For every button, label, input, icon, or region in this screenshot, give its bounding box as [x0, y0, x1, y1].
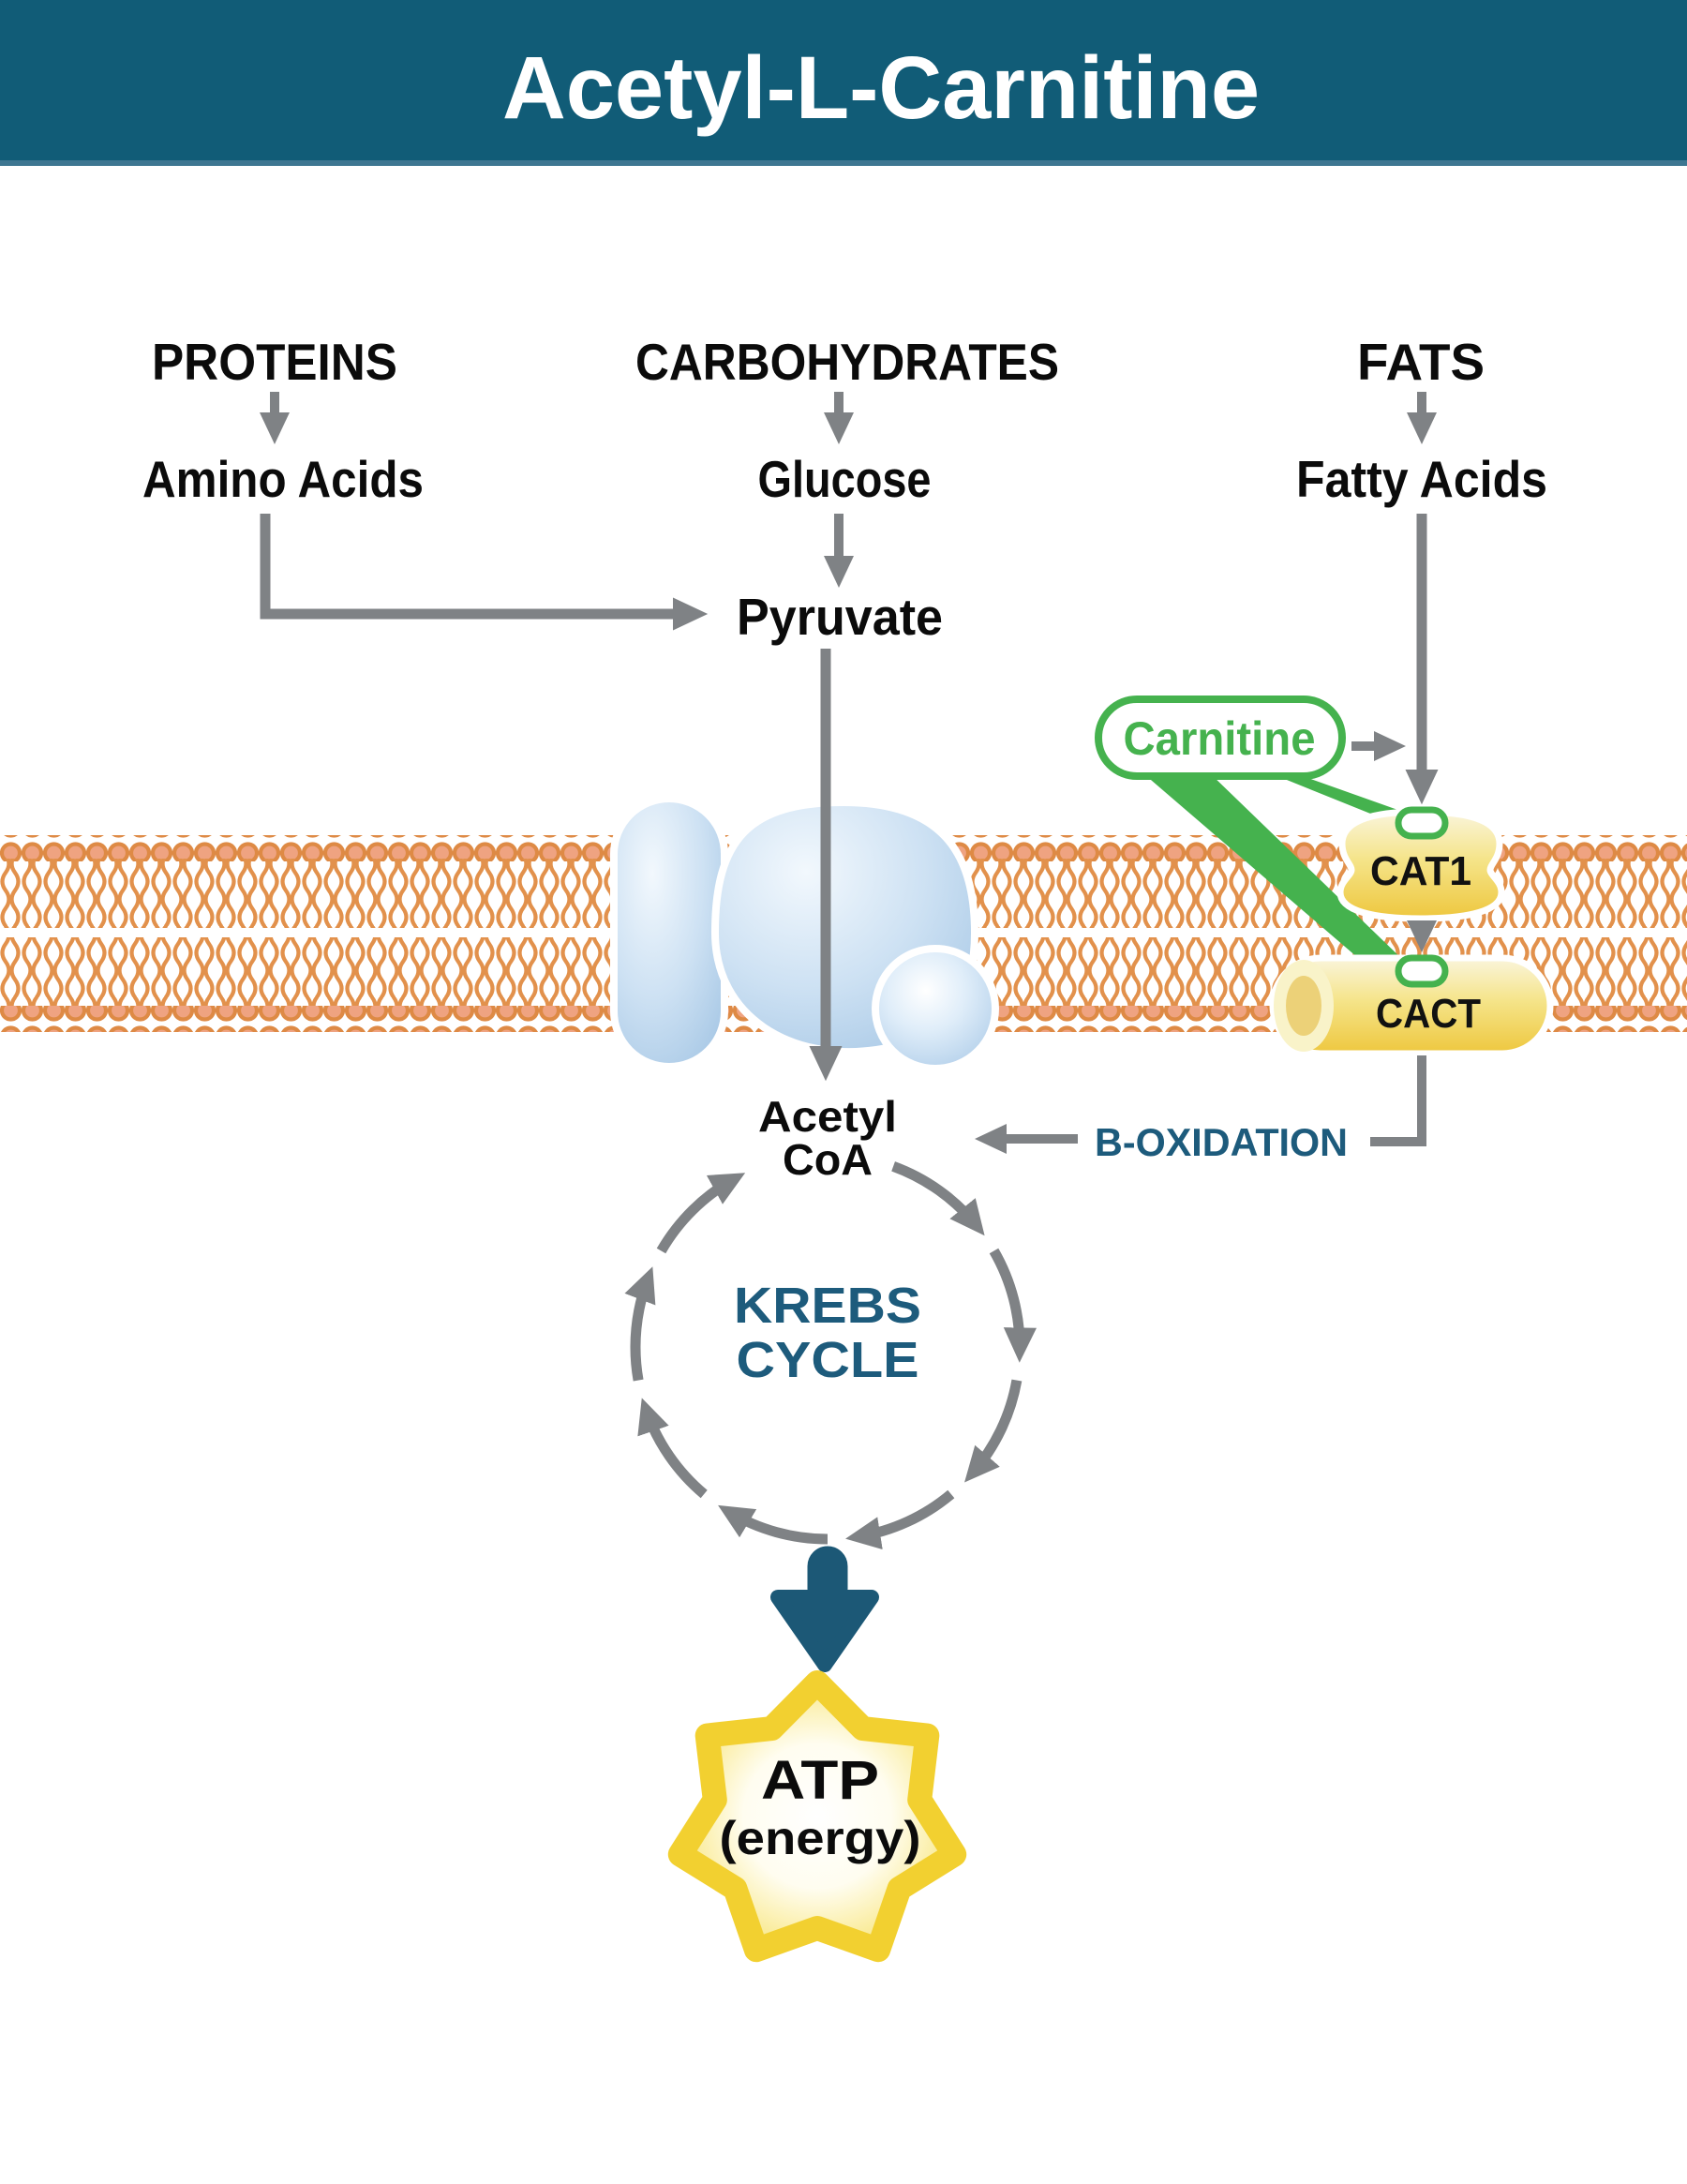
label-cycle: CYCLE — [737, 1332, 919, 1388]
label-amino-acids: Amino Acids — [142, 450, 424, 508]
label-proteins: PROTEINS — [152, 333, 397, 391]
label-carnitine: Carnitine — [1124, 712, 1316, 765]
atp-star — [667, 1670, 967, 1963]
krebs-arc — [845, 1489, 955, 1550]
label-energy: (energy) — [720, 1812, 921, 1864]
header-bottom-edge — [0, 160, 1687, 166]
krebs-cycle-circle — [624, 1161, 1038, 1550]
krebs-arc — [656, 1173, 746, 1254]
krebs-arc — [637, 1398, 708, 1499]
teal-arrow-head — [770, 1590, 879, 1672]
line-cact-to-boxidation — [1370, 1055, 1426, 1146]
label-cact: CACT — [1376, 991, 1481, 1037]
label-glucose: Glucose — [758, 450, 932, 508]
label-acetyl: Acetyl — [758, 1092, 897, 1141]
label-cat1: CAT1 — [1370, 848, 1471, 894]
carnitine-link-to-cact — [1138, 769, 1405, 975]
label-atp: ATP — [761, 1750, 879, 1811]
krebs-arc — [624, 1266, 656, 1382]
krebs-arc — [891, 1161, 985, 1236]
label-carbohydrates: CARBOHYDRATES — [635, 333, 1059, 391]
protein-capsule — [610, 795, 728, 1070]
label-krebs: KREBS — [734, 1278, 921, 1334]
carnitine-pill — [1095, 696, 1346, 780]
krebs-arc — [964, 1379, 1023, 1483]
krebs-arc — [718, 1504, 829, 1545]
label-b-oxidation: B-OXIDATION — [1095, 1120, 1348, 1164]
label-coa: CoA — [783, 1135, 873, 1184]
page-title: Acetyl-L-Carnitine — [502, 38, 1260, 138]
protein-sphere — [872, 945, 999, 1072]
arrow-amino-to-pyruvate — [260, 514, 709, 631]
membrane-protein-complex — [610, 795, 999, 1072]
header-bar — [0, 0, 1687, 160]
cact-tube-hole — [1286, 976, 1321, 1036]
arrow-krebs-to-atp — [770, 1546, 879, 1672]
cat1-carnitine-slot — [1395, 806, 1449, 840]
label-fatty-acids: Fatty Acids — [1296, 450, 1547, 508]
krebs-arc — [989, 1248, 1038, 1363]
label-pyruvate: Pyruvate — [737, 588, 943, 646]
cact-carnitine-slot — [1395, 954, 1449, 988]
label-fats: FATS — [1357, 333, 1485, 391]
